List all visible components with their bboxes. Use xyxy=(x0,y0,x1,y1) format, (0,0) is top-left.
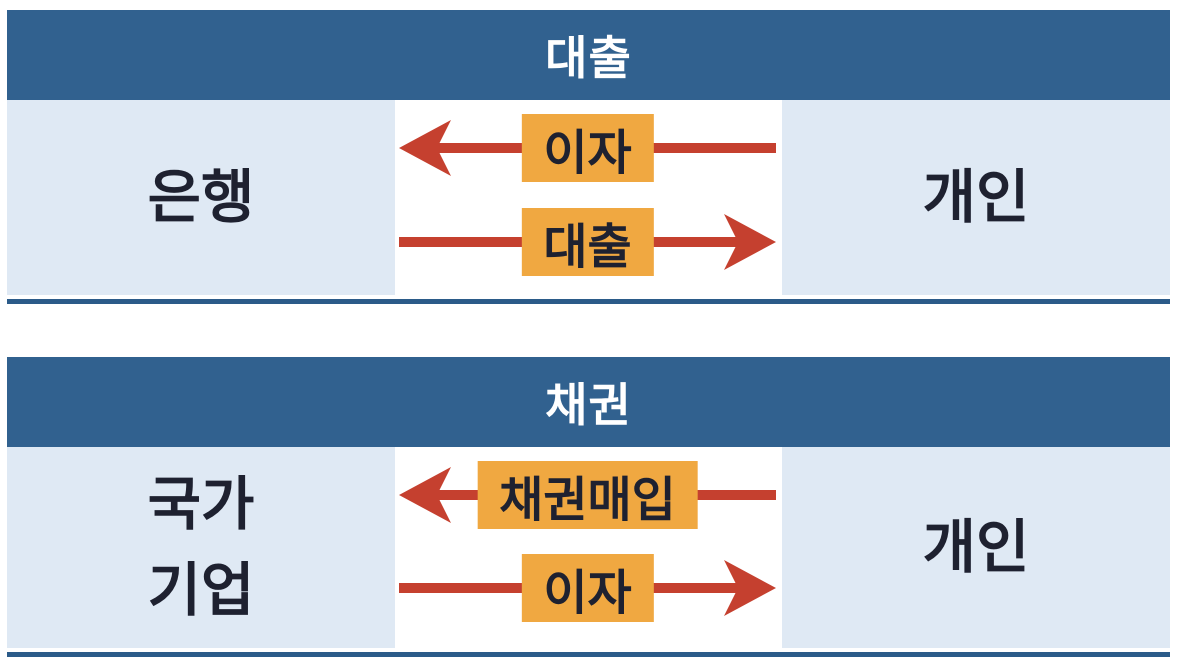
flow-row-interest: 이자 xyxy=(399,553,776,623)
entity-line: 은행 xyxy=(147,164,255,230)
flow-row-interest: 이자 xyxy=(399,113,776,183)
entity-line: 국가 xyxy=(147,471,255,537)
arrow-left-icon xyxy=(399,120,451,176)
arrow-left-icon xyxy=(399,467,451,523)
entity-line: 개인 xyxy=(922,514,1030,580)
arrow-right-icon xyxy=(724,214,776,270)
bond-panel-title: 채권 xyxy=(545,379,632,431)
arrow-right-icon xyxy=(724,560,776,616)
flow-label: 이자 xyxy=(521,554,654,622)
loan-right-entity-cell: 개인 xyxy=(782,100,1170,295)
flow-row-loan: 대출 xyxy=(399,207,776,277)
entity-label-state-company: 국가 기업 xyxy=(148,462,255,634)
loan-flow-area: 이자 대출 xyxy=(395,100,782,295)
flow-row-bond-purchase: 채권매입 xyxy=(399,460,776,530)
flow-label-text: 대출 xyxy=(543,221,632,274)
bond-left-entity-cell: 국가 기업 xyxy=(7,447,395,648)
entity-label-bank: 은행 xyxy=(148,155,255,241)
loan-panel-body: 은행 이자 xyxy=(7,100,1170,295)
entity-line: 기업 xyxy=(147,557,255,623)
loan-panel-header: 대출 xyxy=(7,10,1170,100)
bond-flow-area: 채권매입 이자 xyxy=(395,447,782,648)
flow-label-text: 이자 xyxy=(543,127,632,180)
entity-label-individual: 개인 xyxy=(923,155,1030,241)
flow-label: 이자 xyxy=(521,114,654,182)
bond-right-entity-cell: 개인 xyxy=(782,447,1170,648)
loan-panel-title: 대출 xyxy=(545,32,632,84)
panel-bottom-rule xyxy=(7,299,1170,304)
flow-label: 대출 xyxy=(521,208,654,276)
panel-bottom-rule xyxy=(7,652,1170,657)
flow-label: 채권매입 xyxy=(477,461,698,529)
flow-label-text: 채권매입 xyxy=(499,474,676,527)
entity-label-individual: 개인 xyxy=(923,505,1030,591)
bond-panel-body: 국가 기업 채권매입 xyxy=(7,447,1170,648)
entity-line: 개인 xyxy=(922,164,1030,230)
flow-label-text: 이자 xyxy=(543,567,632,620)
bond-panel-header: 채권 xyxy=(7,357,1170,447)
bond-panel: 채권 국가 기업 채권매입 xyxy=(7,357,1170,657)
loan-panel: 대출 은행 이자 xyxy=(7,10,1170,304)
loan-left-entity-cell: 은행 xyxy=(7,100,395,295)
